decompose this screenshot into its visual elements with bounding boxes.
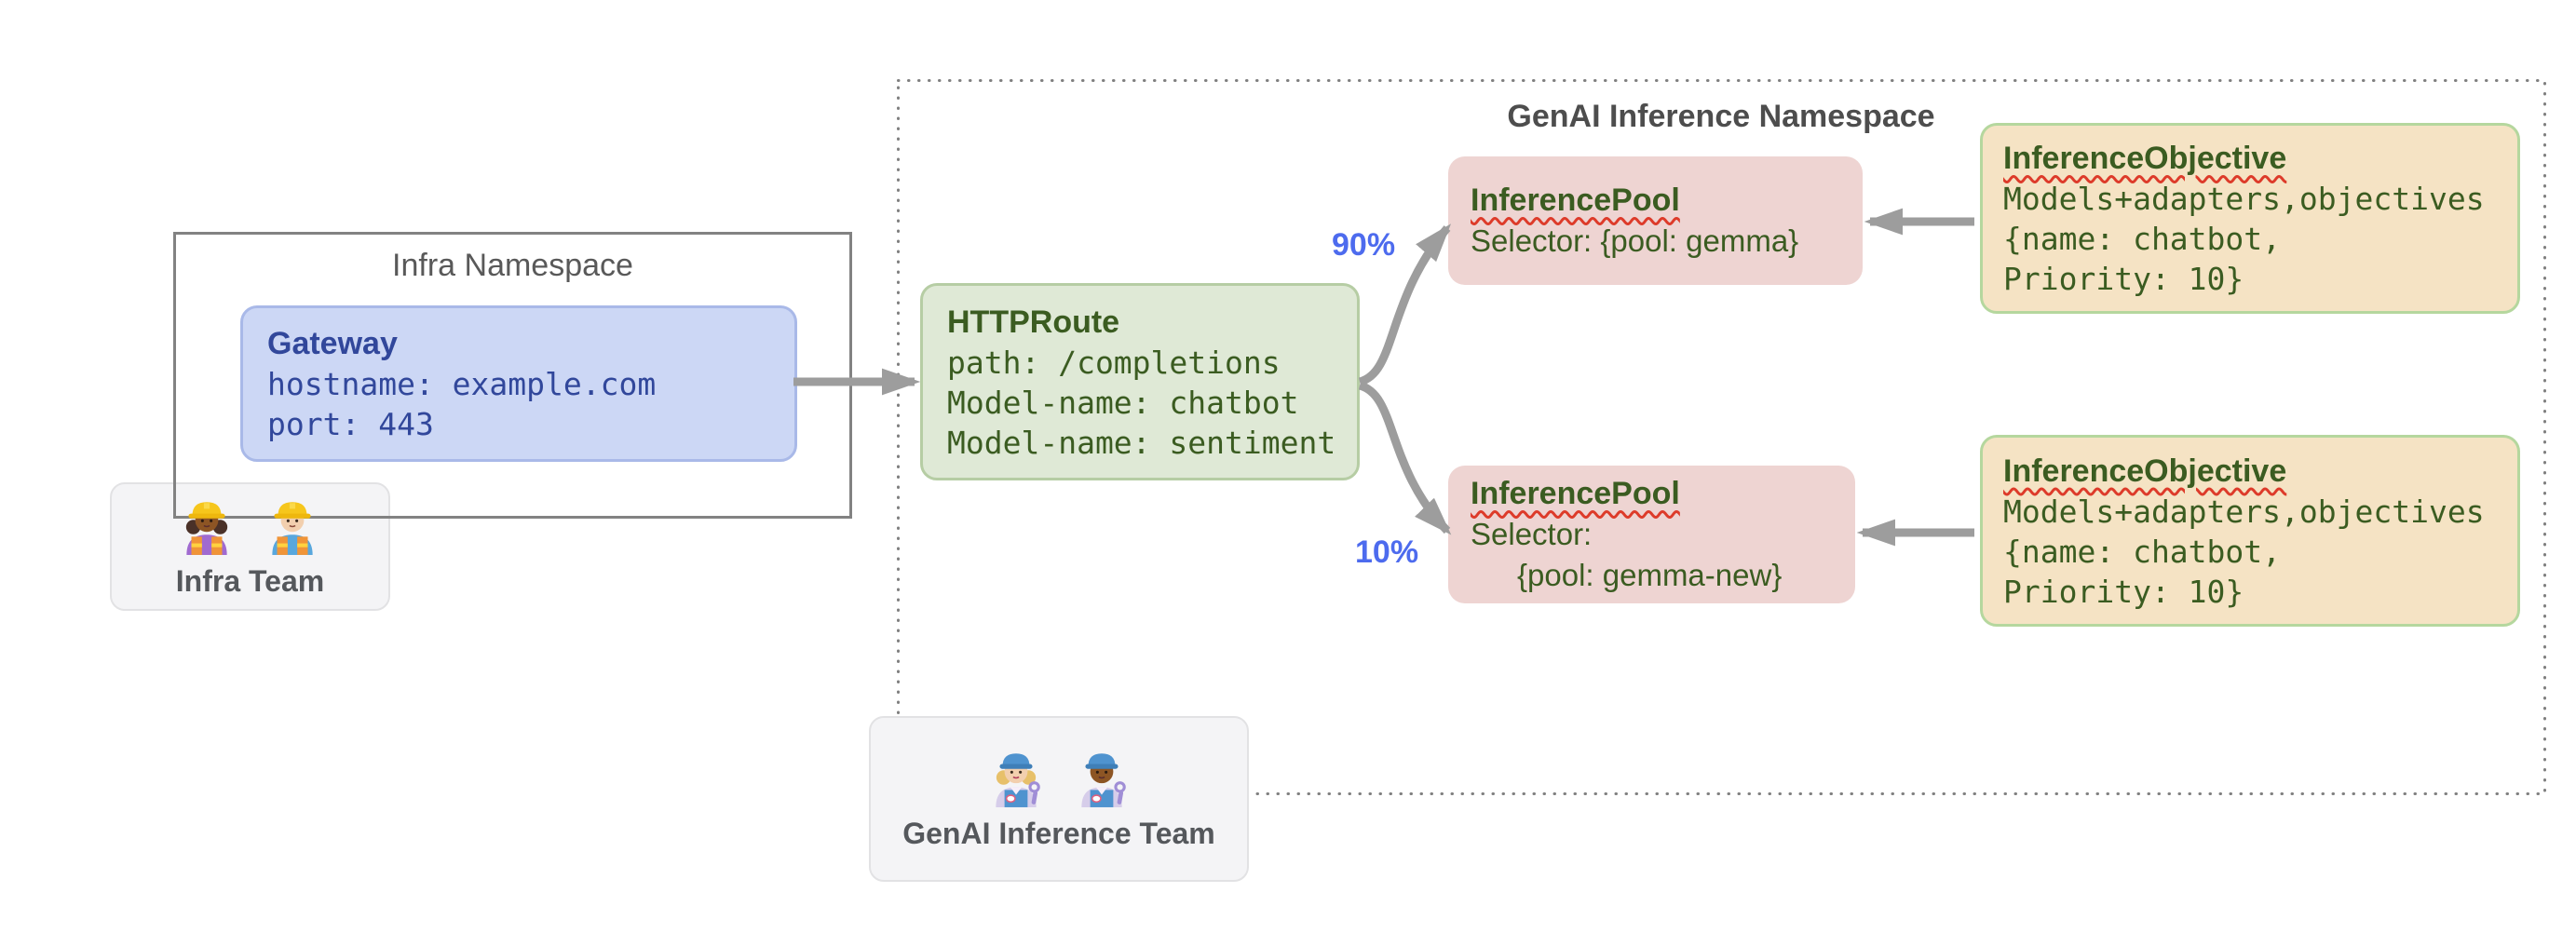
infra-team-emojis bbox=[176, 495, 323, 557]
inferencepool-gemma-new-pool-line: {pool: gemma-new} bbox=[1517, 558, 1783, 592]
gateway-hostname-line: hostname: example.com bbox=[267, 366, 657, 402]
traffic-percent-10: 10% bbox=[1355, 534, 1419, 570]
inferencepool-gemma-title: InferencePool bbox=[1471, 183, 1680, 218]
inferencepool-gemma-new-selector-line: Selector: bbox=[1471, 517, 1593, 551]
inferenceobjective-bottom-title: InferenceObjective bbox=[2003, 453, 2287, 489]
inferenceobjective-top-title: InferenceObjective bbox=[2003, 141, 2287, 176]
gateway-port-line: port: 443 bbox=[267, 406, 434, 442]
infra-team-label: Infra Team bbox=[175, 563, 325, 598]
inferencepool-gemma-node: InferencePool Selector: {pool: gemma} bbox=[1448, 156, 1863, 285]
man-construction-worker-icon bbox=[272, 501, 314, 555]
httproute-title: HTTPRoute bbox=[947, 304, 1120, 340]
woman-construction-worker-icon bbox=[186, 501, 228, 555]
gateway-node: Gateway hostname: example.com port: 443 bbox=[240, 305, 797, 462]
inferenceobjective-top-models-line: Models+adapters,objectives bbox=[2003, 181, 2485, 217]
infra-namespace-title: Infra Namespace bbox=[392, 248, 633, 283]
httproute-node: HTTPRoute path: /completions Model-name:… bbox=[920, 283, 1360, 480]
inferenceobjective-top-name-line: {name: chatbot, bbox=[2003, 221, 2282, 257]
inferencepool-gemma-new-title: InferencePool bbox=[1471, 476, 1680, 511]
inferenceobjective-bottom-name-line: {name: chatbot, bbox=[2003, 533, 2282, 570]
inferenceobjective-top-priority-line: Priority: 10} bbox=[2003, 261, 2244, 297]
inferenceobjective-top-node: InferenceObjective Models+adapters,objec… bbox=[1980, 123, 2520, 314]
inferencepool-gemma-selector-line: Selector: {pool: gemma} bbox=[1471, 223, 1799, 258]
inferenceobjective-bottom-priority-line: Priority: 10} bbox=[2003, 573, 2244, 610]
httproute-model-sentiment-line: Model-name: sentiment bbox=[947, 424, 1336, 461]
genai-team-emojis bbox=[985, 748, 1132, 809]
genai-namespace-title: GenAI Inference Namespace bbox=[1507, 99, 1935, 134]
inferenceobjective-bottom-models-line: Models+adapters,objectives bbox=[2003, 493, 2485, 530]
genai-team-label: GenAI Inference Team bbox=[902, 816, 1215, 850]
httproute-path-line: path: /completions bbox=[947, 344, 1281, 381]
inferenceobjective-bottom-node: InferenceObjective Models+adapters,objec… bbox=[1980, 435, 2520, 627]
woman-mechanic-icon bbox=[996, 752, 1040, 807]
httproute-to-pool-gemma-new-arrow bbox=[1358, 381, 1452, 535]
inferencepool-gemma-new-node: InferencePool Selector: {pool: gemma-new… bbox=[1448, 466, 1855, 603]
gateway-title: Gateway bbox=[267, 326, 398, 361]
infra-team-box: Infra Team bbox=[110, 482, 390, 611]
traffic-percent-90: 90% bbox=[1332, 227, 1396, 263]
infra-namespace-box: Infra Namespace bbox=[173, 232, 852, 519]
httproute-model-chatbot-line: Model-name: chatbot bbox=[947, 384, 1299, 421]
man-mechanic-icon bbox=[1081, 752, 1126, 807]
genai-team-box: GenAI Inference Team bbox=[869, 716, 1249, 882]
